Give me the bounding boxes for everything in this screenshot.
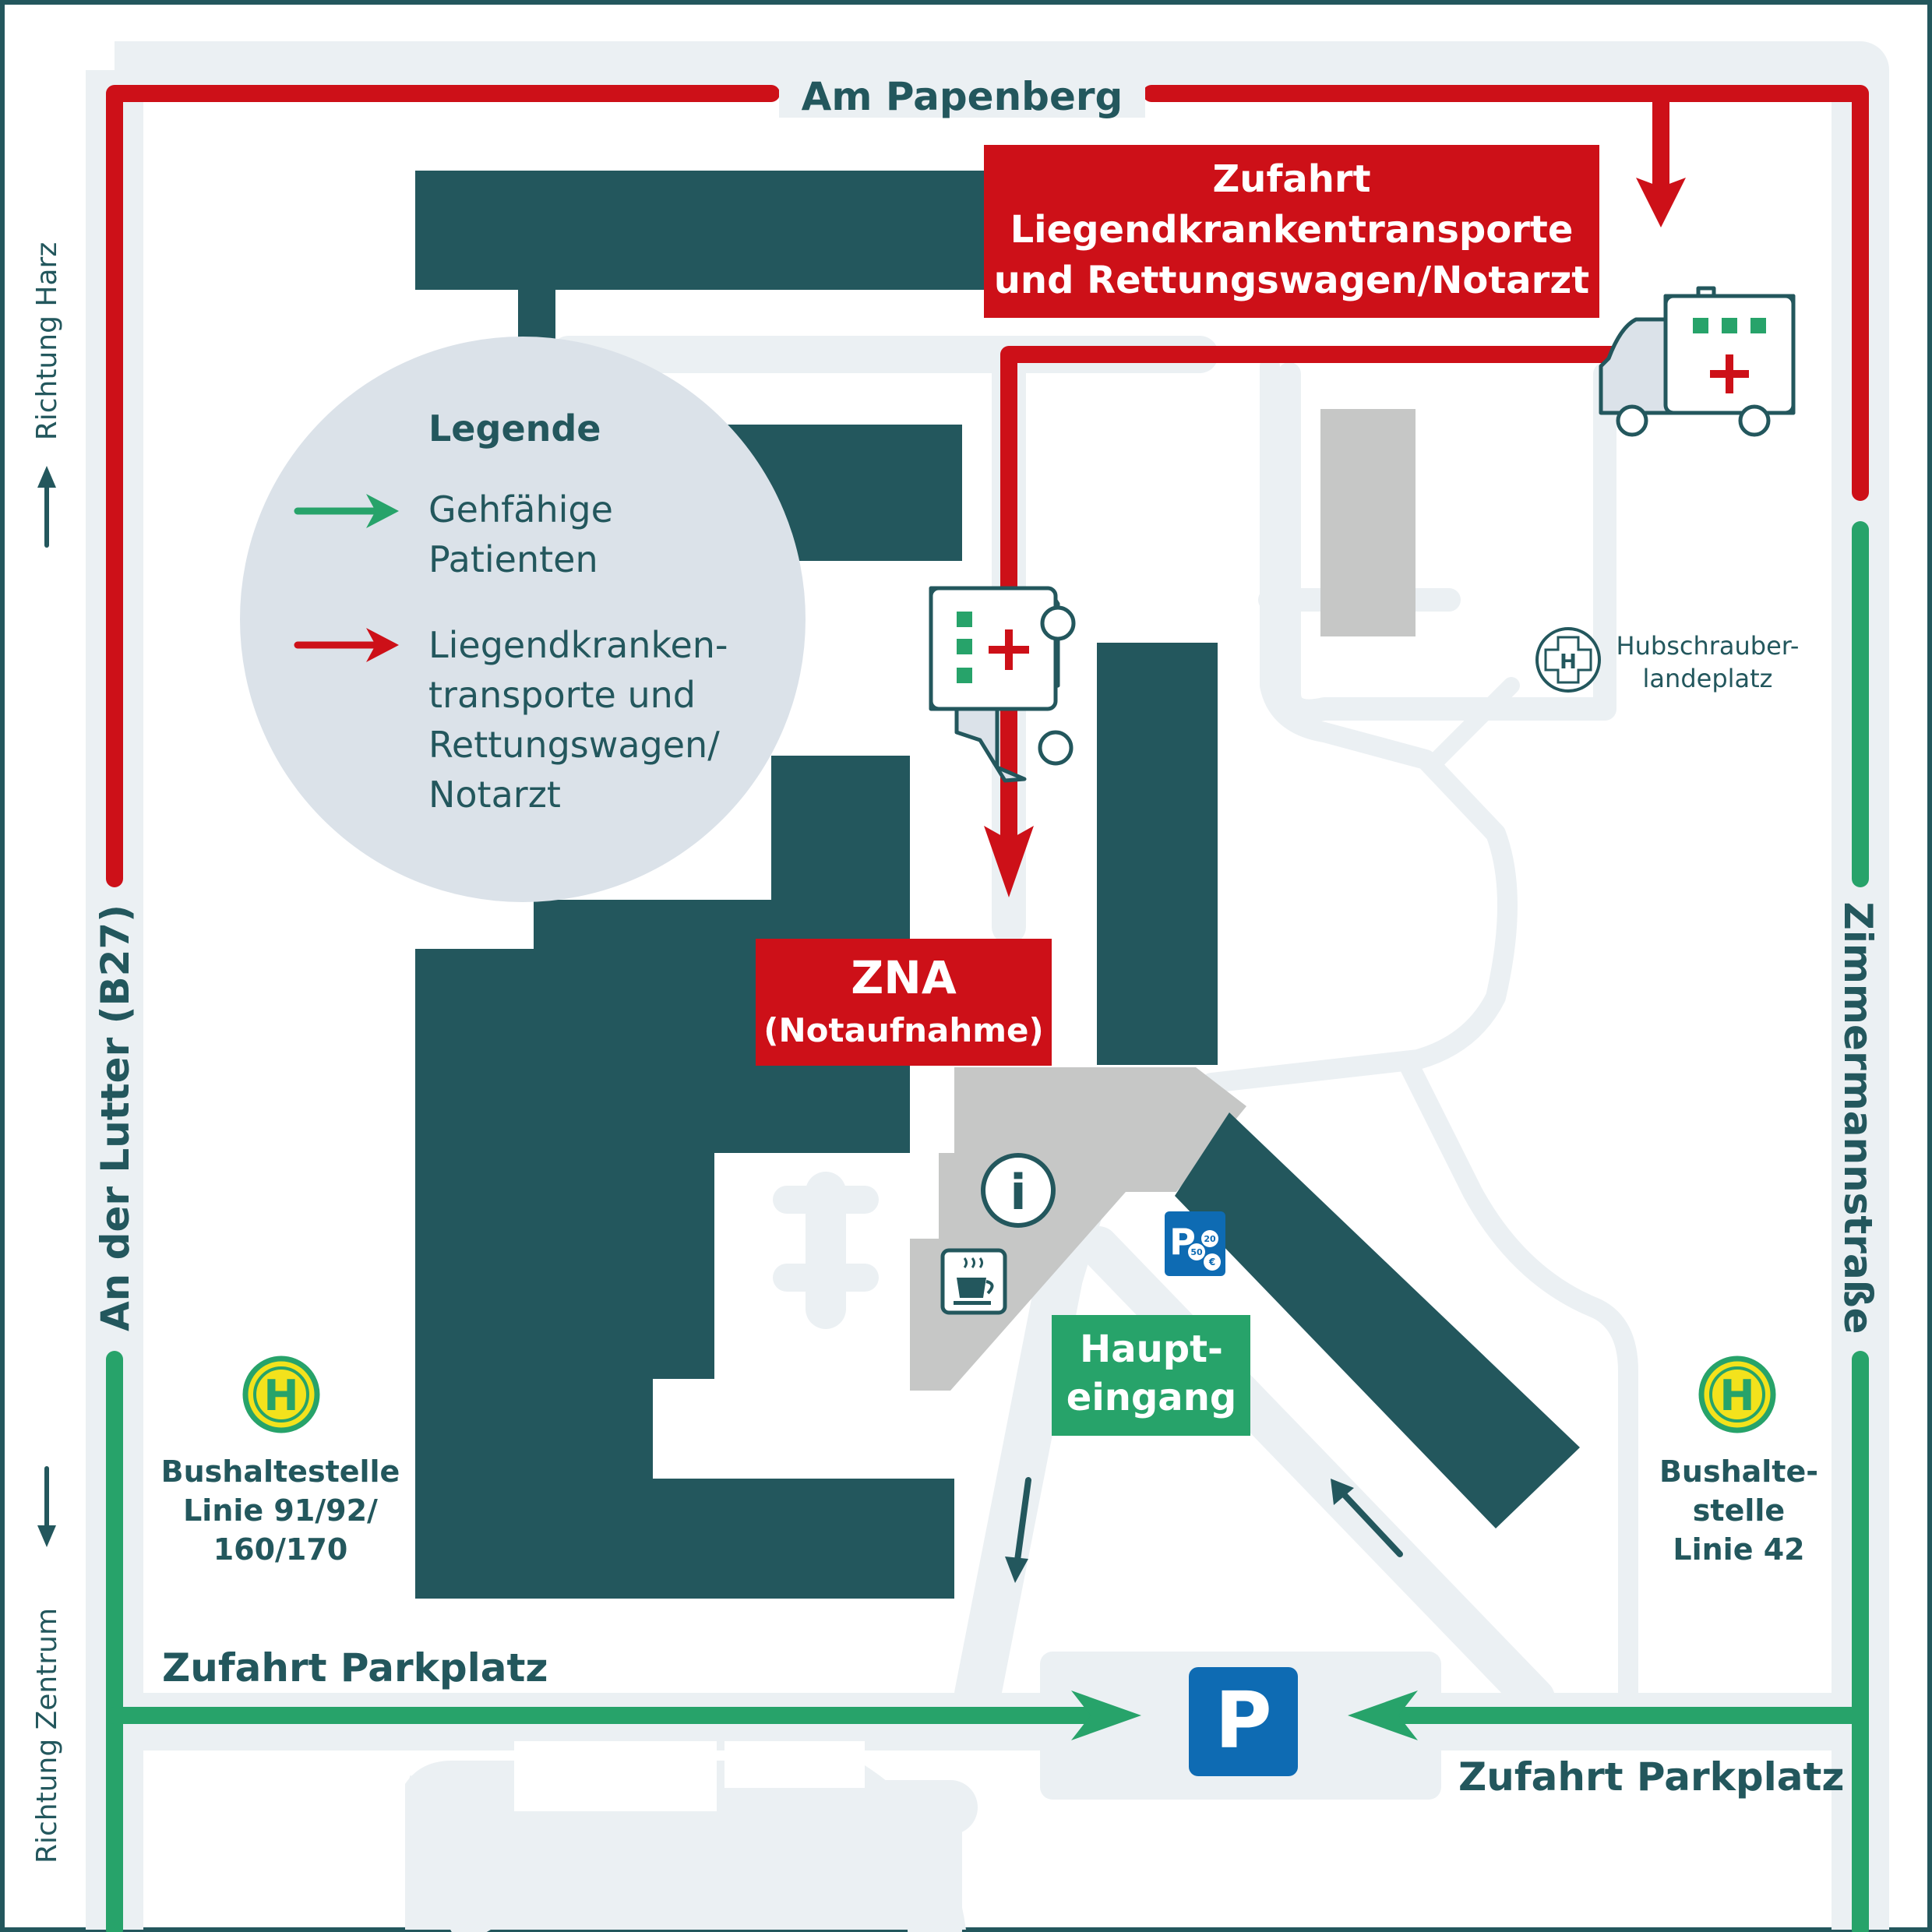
helipad-line2: landeplatz <box>1643 664 1773 693</box>
walking-arrow-parking-west <box>1071 1690 1141 1740</box>
bus-stop-east-line3: Linie 42 <box>1673 1532 1804 1567</box>
parking-icon: P <box>1189 1667 1298 1776</box>
helipad-line1: Hubschrauber- <box>1616 631 1800 661</box>
walking-arrow-parking-east <box>1348 1690 1418 1740</box>
bus-stop-east-line2: stelle <box>1693 1493 1785 1528</box>
coin-50: 50 <box>1190 1247 1203 1257</box>
ambulance-access-line3: und Rettungswagen/Notarzt <box>994 259 1589 302</box>
direction-arrow-up <box>1331 1479 1403 1557</box>
helipad-icon: H <box>1535 627 1601 693</box>
direction-arrow-down <box>1005 1477 1031 1583</box>
bus-stop-west-line3: 160/170 <box>213 1532 348 1567</box>
svg-text:H: H <box>263 1371 298 1420</box>
direction-harz-label: Richtung Harz <box>31 242 63 441</box>
main-entrance-line1: Haupt- <box>1080 1327 1223 1371</box>
ambulance-route-arrow-top <box>1636 178 1686 227</box>
zna-box <box>756 939 1052 1066</box>
zna-subtitle: (Notaufnahme) <box>763 1011 1043 1049</box>
coin-euro: € <box>1208 1257 1215 1267</box>
legend-ambulance-line4: Notarzt <box>428 774 561 816</box>
street-label-bg <box>779 74 1145 118</box>
lower-white-gap <box>514 1741 717 1811</box>
outbuilding <box>1320 409 1416 636</box>
coin-20: 20 <box>1204 1234 1216 1244</box>
pay-parking-icon: P 20 50 € <box>1165 1211 1225 1276</box>
lower-white-gap-2 <box>724 1741 865 1788</box>
walking-route <box>106 521 1869 1932</box>
info-icon: i <box>981 1153 1056 1228</box>
legend-ambulance-line3: Rettungswagen/ <box>428 724 720 766</box>
svg-text:P: P <box>1215 1675 1271 1766</box>
street-west-label: An der Lutter (B27) <box>93 904 138 1331</box>
bus-stop-icon-west: H <box>242 1356 320 1433</box>
building-diagonal <box>1175 1112 1580 1528</box>
cafe-icon <box>940 1248 1007 1315</box>
ambulance-icon <box>1599 286 1796 437</box>
legend-walking-line1: Gehfähige <box>428 488 613 531</box>
legend-red-arrow <box>294 628 399 662</box>
legend-ambulance-line2: transporte und <box>428 674 696 716</box>
ambulance-access-line2: Liegendkrankentransporte <box>1010 208 1574 252</box>
building-east-wing <box>1097 643 1218 1065</box>
ambulance-icon-zna <box>929 586 1076 783</box>
bus-stop-icon-east: H <box>1698 1356 1776 1433</box>
street-east-label: Zimmermannstraße <box>1835 901 1881 1334</box>
legend-green-arrow <box>294 494 399 528</box>
richtung-zentrum-arrow <box>37 1466 56 1547</box>
ambulance-route-arrow-zna <box>984 826 1034 897</box>
bus-stop-west-line1: Bushaltestelle <box>161 1454 400 1489</box>
zna-title: ZNA <box>851 951 957 1004</box>
legend-ambulance-line1: Liegendkranken- <box>428 624 728 666</box>
ambulance-access-box <box>984 145 1599 318</box>
ambulance-access-line1: Zufahrt <box>1212 157 1370 201</box>
direction-zentrum-label: Richtung Zentrum <box>31 1608 63 1863</box>
bus-stop-east-line1: Bushalte- <box>1659 1454 1818 1489</box>
parking-access-east-label: Zufahrt Parkplatz <box>1458 1754 1845 1800</box>
street-north-label: Am Papenberg <box>802 74 1123 119</box>
richtung-harz-arrow <box>37 466 56 548</box>
legend-circle <box>240 337 806 902</box>
bus-stop-west-line2: Linie 91/92/ <box>183 1493 378 1528</box>
svg-text:H: H <box>1719 1371 1754 1420</box>
main-entrance-line2: eingang <box>1066 1376 1236 1419</box>
svg-text:i: i <box>1010 1164 1026 1221</box>
legend-walking-line2: Patienten <box>428 538 598 580</box>
building-north <box>415 171 987 290</box>
svg-text:H: H <box>1560 650 1577 674</box>
legend-title: Legende <box>428 407 601 450</box>
main-entrance-box <box>1052 1315 1250 1436</box>
parking-access-west-label: Zufahrt Parkplatz <box>162 1645 548 1690</box>
